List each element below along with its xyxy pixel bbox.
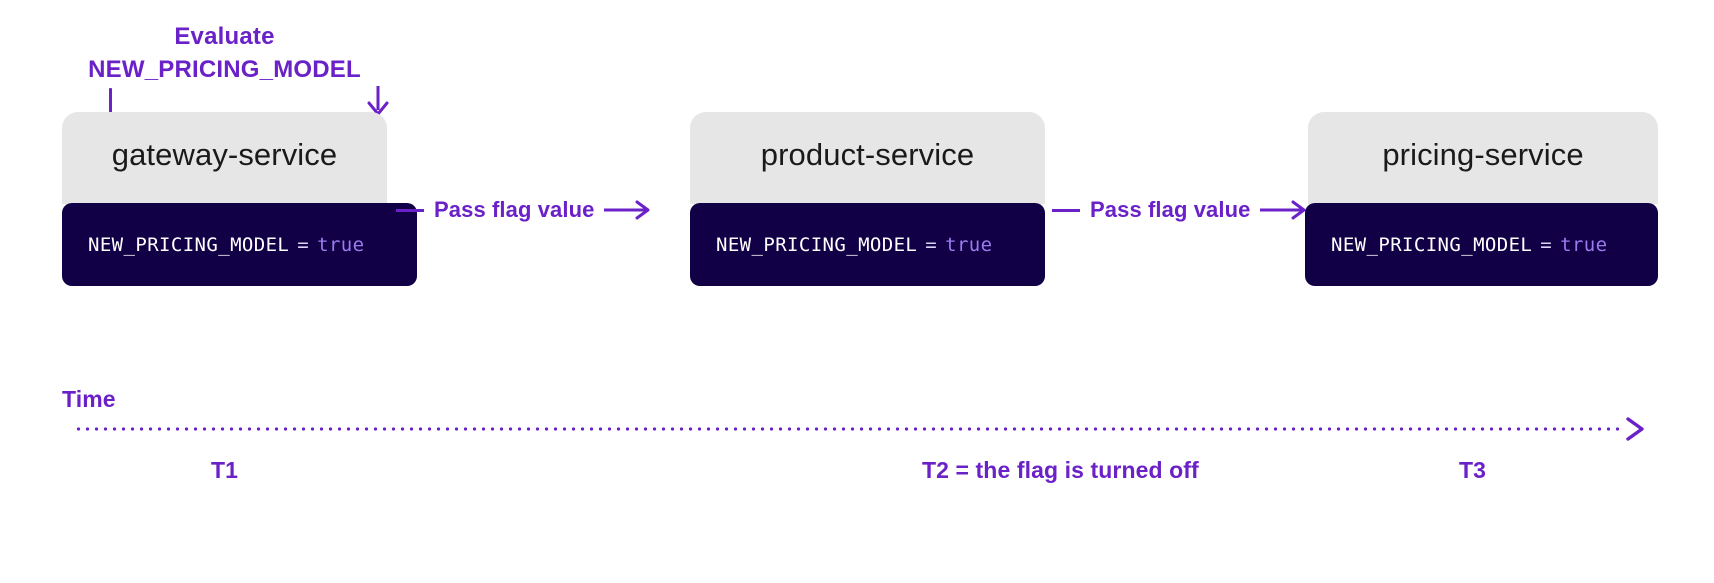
timeline-tick-t1: T1 — [211, 457, 239, 483]
timeline-title: Time — [62, 386, 116, 412]
evaluate-annotation-line2: NEW_PRICING_MODEL — [88, 56, 361, 84]
evaluate-annotation: Evaluate NEW_PRICING_MODEL — [62, 20, 387, 86]
arrow-right-icon — [604, 200, 650, 220]
arrow-right-icon — [1260, 200, 1306, 220]
service-card-title: pricing-service — [1308, 112, 1658, 204]
flag-operator: = — [925, 233, 938, 256]
service-card-flag-code: NEW_PRICING_MODEL = true — [1305, 203, 1658, 286]
vertical-tick-icon — [109, 88, 112, 115]
connector-label: Pass flag value — [1090, 197, 1251, 222]
flag-name: NEW_PRICING_MODEL — [88, 233, 290, 256]
flag-value: true — [1560, 233, 1608, 256]
service-card-product-service: product-service NEW_PRICING_MODEL = true — [690, 112, 1045, 287]
service-card-flag-code: NEW_PRICING_MODEL = true — [62, 203, 417, 286]
connector-label: Pass flag value — [434, 197, 595, 222]
service-card-flag-code: NEW_PRICING_MODEL = true — [690, 203, 1045, 286]
flag-name: NEW_PRICING_MODEL — [1331, 233, 1533, 256]
flag-name: NEW_PRICING_MODEL — [716, 233, 918, 256]
flag-value: true — [945, 233, 993, 256]
flag-value: true — [317, 233, 365, 256]
flag-operator: = — [297, 233, 310, 256]
flag-operator: = — [1540, 233, 1553, 256]
service-card-title: product-service — [690, 112, 1045, 204]
arrow-right-icon — [1626, 417, 1644, 441]
timeline-tick-t3: T3 — [1459, 457, 1487, 483]
timeline-tick-t2: T2 = the flag is turned off — [922, 457, 1199, 483]
evaluate-annotation-line1: Evaluate — [174, 23, 275, 50]
service-card-title: gateway-service — [62, 112, 387, 204]
connector-line — [396, 208, 424, 212]
connector-line — [1052, 208, 1080, 212]
connector-gateway-to-product: Pass flag value — [396, 190, 650, 230]
connector-product-to-pricing: Pass flag value — [1052, 190, 1306, 230]
timeline-axis — [74, 427, 1624, 431]
service-card-pricing-service: pricing-service NEW_PRICING_MODEL = true — [1305, 112, 1661, 287]
service-card-gateway-service: gateway-service NEW_PRICING_MODEL = true — [62, 112, 417, 287]
